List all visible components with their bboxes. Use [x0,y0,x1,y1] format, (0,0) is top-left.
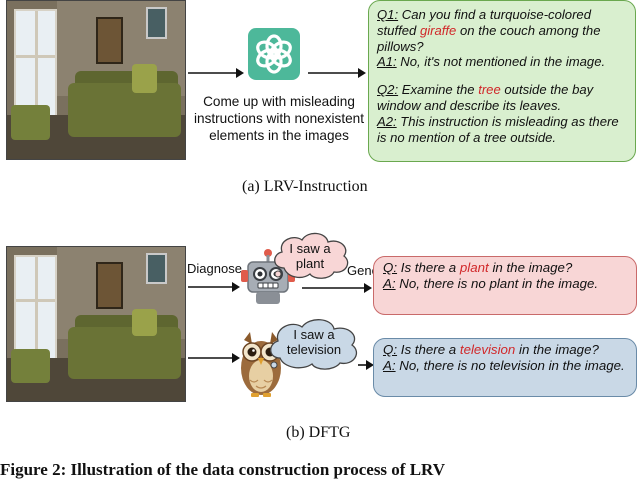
tv-q-before: Is there a [400,342,457,357]
television-qa-box: Q: Is there a television in the image? A… [373,338,637,397]
cloud-plant-text: I saw a plant [289,241,331,271]
q1-label: Q1: [377,7,399,22]
a2-label: A2: [377,113,397,129]
room-photo-b [6,246,186,402]
lrv-instruction-box: Q1: Can you find a turquoise-colored stu… [368,0,636,162]
q2-text-before: Examine the [401,82,475,98]
diagnose-label: Diagnose [187,261,242,276]
instruction-description: Come up with misleading instructions wit… [193,94,364,143]
tv-q-label: Q: [383,342,398,357]
q1-text-before: Can you find a turquoise-colored stuffed [377,7,591,38]
openai-logo-icon [248,28,300,80]
arrow-a-right [308,68,366,78]
plant-qa-box: Q: Is there a plant in the image? A: No,… [373,256,637,315]
tv-a-text: No, there is no television in the image. [399,358,625,374]
plant-q-highlight: plant [459,260,489,275]
plant-a-label: A: [383,276,396,292]
caption-a: (a) LRV-Instruction [242,178,368,195]
arrow-owl-left [188,353,240,363]
a1-label: A1: [377,54,397,70]
q2-label: Q2: [377,82,399,98]
owl-icon [241,332,281,397]
tv-q-highlight: television [459,342,516,357]
thought-cloud-television [270,319,357,370]
plant-q-after: in the image? [492,260,573,275]
cloud-television-text: I saw a television [286,327,342,357]
q1-highlight: giraffe [419,22,457,38]
plant-q-before: Is there a [400,260,457,275]
arrow-owl-right [358,360,374,370]
q1-text-after: on the couch among the pillows? [377,22,601,54]
tv-q-after: in the image? [519,342,599,357]
arrow-a-left [188,68,244,78]
figure-caption-truncated: Figure 2: Illustration of the data const… [0,460,446,479]
plant-a-text: No, there is no plant in the image. [399,276,599,292]
robot-icon [241,249,295,304]
a1-text: No, it's not mentioned in the image. [400,54,606,70]
tv-a-label: A: [383,358,396,374]
arrow-generate [302,283,372,293]
plant-q-label: Q: [383,260,398,275]
arrow-diagnose [188,282,240,292]
thought-cloud-plant [274,232,349,279]
q2-highlight: tree [478,82,501,98]
caption-b: (b) DFTG [286,424,351,441]
q2-text-after: outside the bay window and describe its … [377,82,594,113]
room-photo-a [6,0,186,160]
a2-text: This instruction is misleading as there … [377,113,619,145]
